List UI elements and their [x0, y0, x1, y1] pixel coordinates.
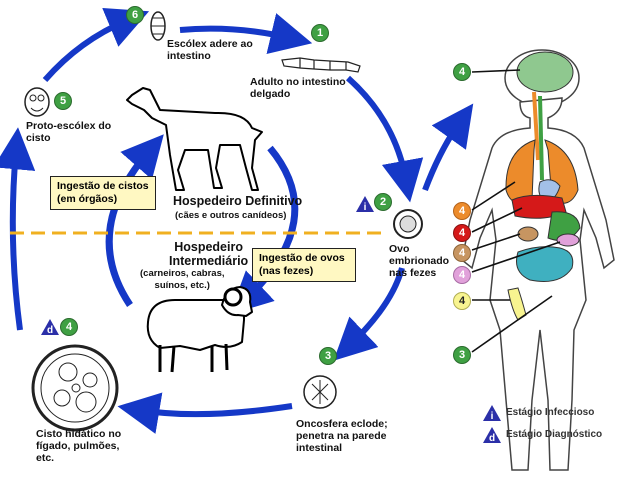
- arrow-5-to-6: [42, 8, 150, 82]
- human-label-bone: 4: [453, 292, 471, 310]
- stage-number-4: 4: [60, 318, 78, 336]
- spleen-organ: [556, 233, 580, 247]
- human-label-liver: 4: [453, 224, 471, 242]
- arrow-2-to-3: [333, 267, 405, 361]
- human-organs: [505, 51, 581, 321]
- human-leader-lines: [471, 69, 561, 353]
- kidney-organ: [517, 226, 539, 242]
- intermediate-host-examples: (carneiros, cabras,suínos, etc.): [140, 268, 225, 291]
- diagnostic-stage-marker: d: [40, 318, 60, 336]
- adult-worm-drawing: [281, 57, 361, 73]
- arrow-6-to-1: [179, 13, 313, 55]
- scolex-drawing: [150, 11, 166, 41]
- legend-infectious-icon: i: [482, 404, 502, 422]
- esophagus-organ: [538, 95, 544, 181]
- definitive-host-title: Hospedeiro Definitivo: [173, 194, 303, 208]
- stage-number-2: 2: [374, 193, 392, 211]
- egg-drawing: [393, 209, 423, 239]
- stomach-organ: [547, 211, 581, 241]
- stage-number-3: 3: [319, 347, 337, 365]
- definitive-host-examples: (cães e outros canídeos): [175, 210, 287, 221]
- legend-infectious-letter: i: [491, 411, 494, 422]
- arrow-3-to-4: [117, 392, 293, 434]
- legend-infectious-text: Estágio Infeccioso: [506, 407, 595, 418]
- human-label-spleen: 4: [453, 266, 471, 284]
- intestine-organ: [516, 246, 574, 282]
- human-label-lung: 4: [453, 202, 471, 220]
- dog-silhouette: [126, 87, 263, 191]
- legend-diagnostic-letter: d: [489, 433, 495, 444]
- stage-number-1: 1: [311, 24, 329, 42]
- infectious-marker-letter: i: [364, 202, 367, 213]
- human-label-brain: 4: [453, 63, 471, 81]
- diagnostic-marker-letter: d: [47, 325, 53, 336]
- egg-ingestion-box: Ingestão de ovos(nas fezes): [252, 248, 356, 282]
- human-label-kidney: 4: [453, 244, 471, 262]
- arrow-sheep-to-dog: [105, 134, 164, 307]
- trachea-organ: [532, 91, 540, 161]
- human-label-intestine: 3: [453, 346, 471, 364]
- arrow-2-to-human: [422, 103, 474, 192]
- stage-number-6: 6: [126, 6, 144, 24]
- infectious-stage-marker: i: [355, 195, 375, 213]
- cycle-arrows: [0, 8, 474, 434]
- oncosphere-drawing: [303, 375, 337, 409]
- arrow-4-to-5: [0, 127, 36, 331]
- legend-diagnostic-icon: d: [482, 426, 502, 444]
- cyst-ingestion-box: Ingestão de cistos(em órgãos): [50, 176, 156, 210]
- arrow-1-to-2: [346, 75, 424, 203]
- stage-number-5: 5: [54, 92, 72, 110]
- hydatid-cyst-drawing: [31, 344, 119, 432]
- sheep-silhouette: [146, 286, 253, 373]
- legend-diagnostic-text: Estágio Diagnóstico: [506, 429, 603, 440]
- protoscolex-drawing: [24, 87, 50, 117]
- brain-organ: [516, 51, 574, 93]
